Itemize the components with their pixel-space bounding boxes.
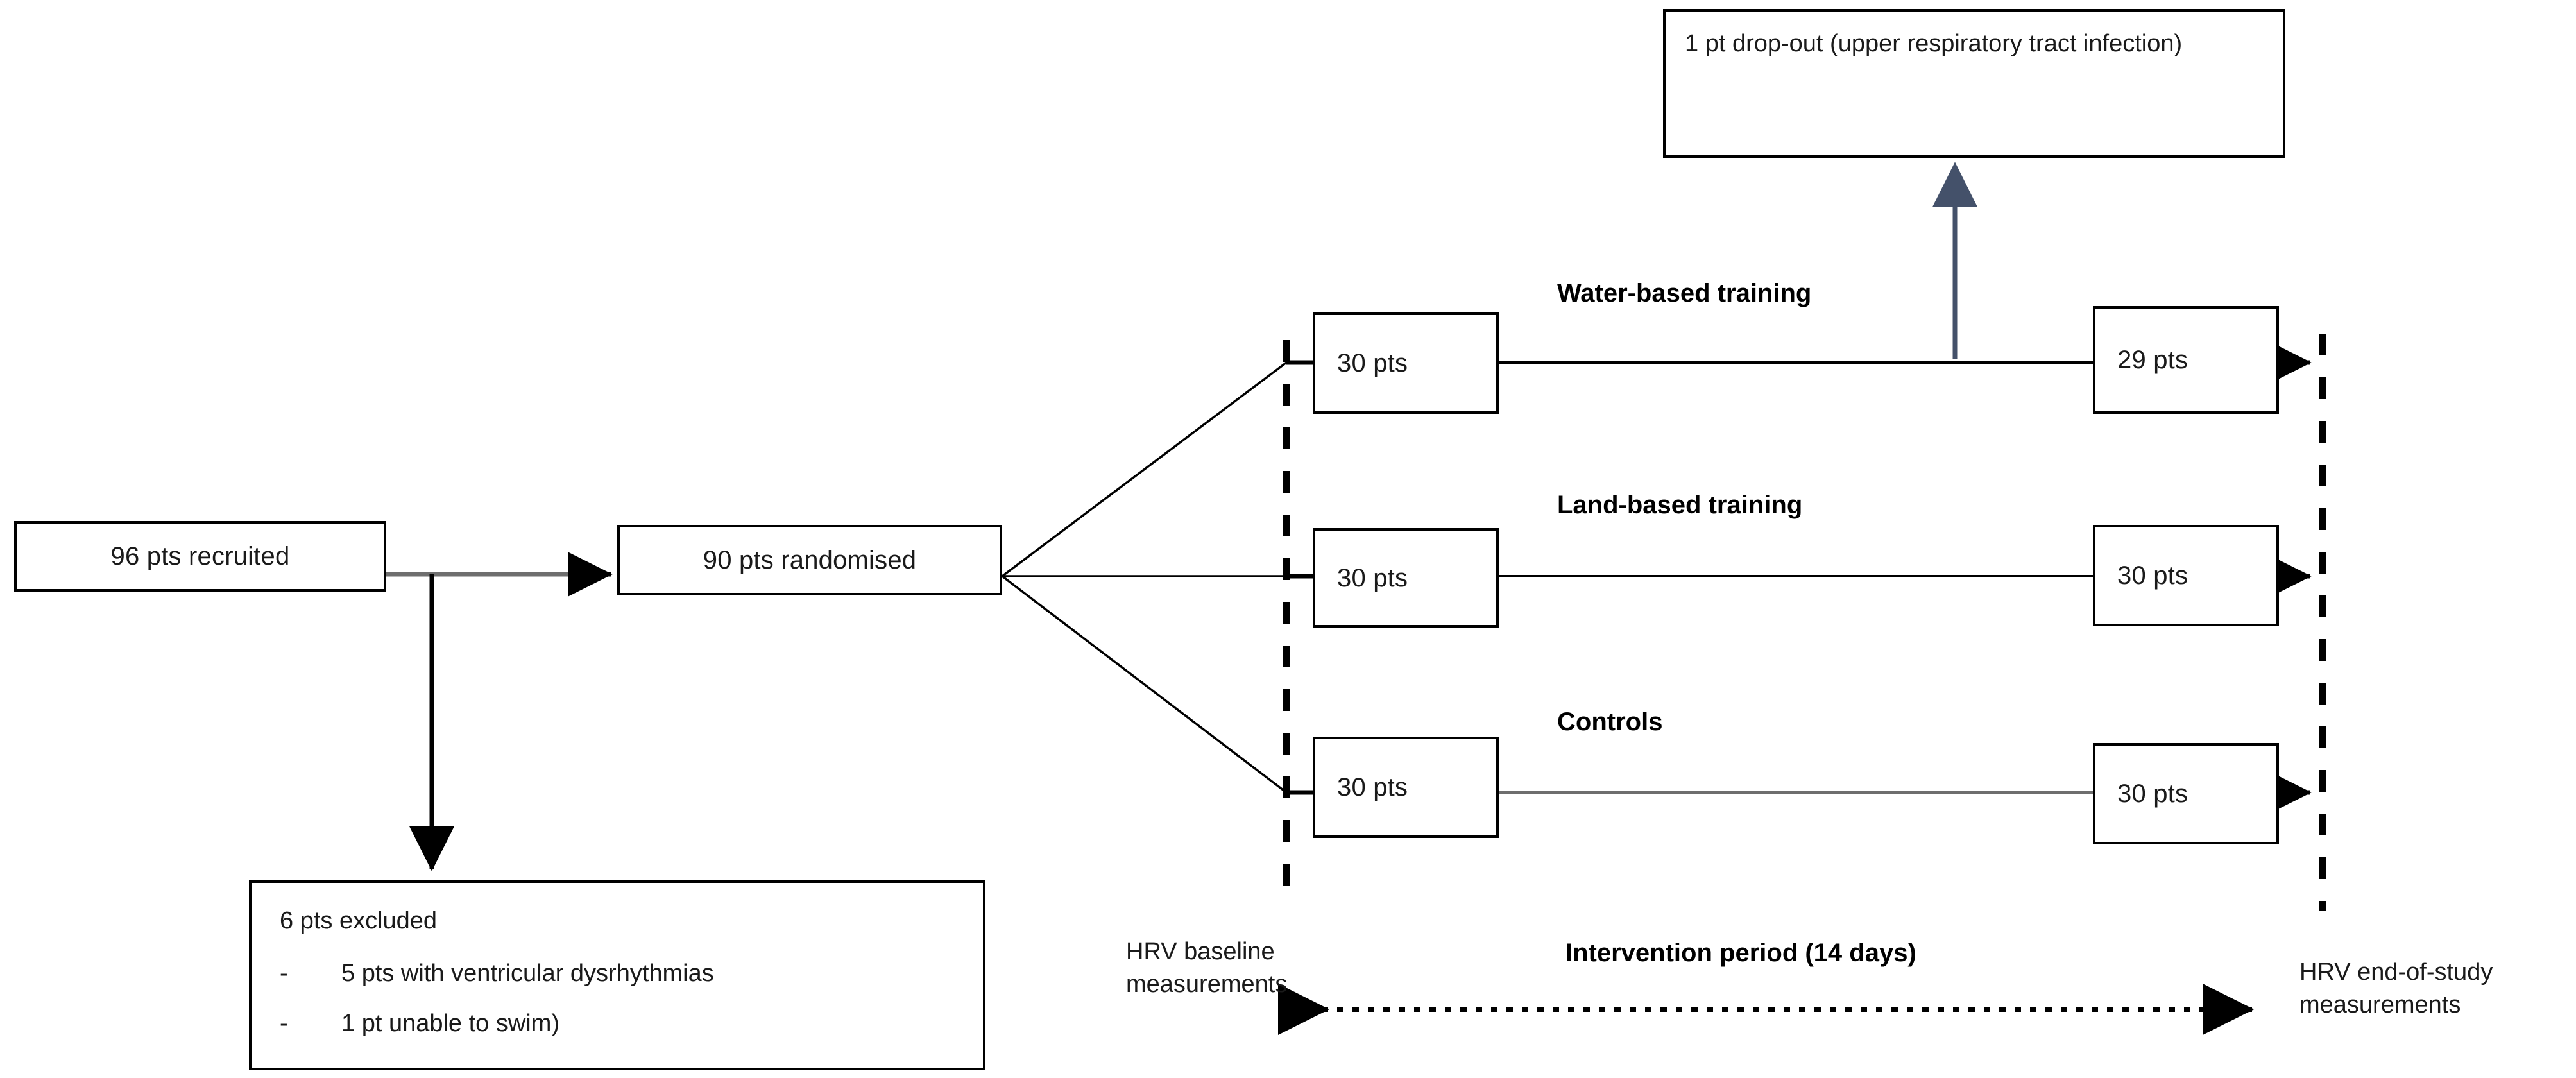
box-arm-water-endpoint-label: 29 pts — [2117, 346, 2188, 374]
hrv-endpoint-label-line2: measurements — [2299, 991, 2461, 1019]
box-excluded[interactable]: 6 pts excluded - 5 pts with ventricular … — [249, 880, 985, 1070]
excluded-item-2-label: 1 pt unable to swim) — [341, 1010, 560, 1037]
box-dropout-label: 1 pt drop-out (upper respiratory tract i… — [1685, 30, 2183, 57]
hrv-endpoint-label: HRV end-of-study measurements — [2299, 956, 2493, 1022]
hrv-baseline-label: HRV baseline measurements — [1126, 936, 1287, 1002]
excluded-item-2: - 1 pt unable to swim) — [280, 1011, 983, 1036]
hrv-endpoint-label-line1: HRV end-of-study — [2299, 959, 2493, 986]
box-randomised-label: 90 pts randomised — [703, 546, 917, 574]
box-arm-controls-baseline[interactable]: 30 pts — [1313, 737, 1499, 838]
box-recruited[interactable]: 96 pts recruited — [14, 521, 386, 592]
arm-label-land: Land-based training — [1557, 491, 1803, 519]
bullet-dash-1: - — [280, 960, 288, 987]
excluded-item-1: - 5 pts with ventricular dysrhythmias — [280, 961, 983, 986]
box-arm-controls-baseline-label: 30 pts — [1337, 773, 1408, 801]
box-arm-controls-endpoint[interactable]: 30 pts — [2093, 743, 2279, 844]
bullet-dash-2: - — [280, 1010, 288, 1037]
box-arm-controls-endpoint-label: 30 pts — [2117, 780, 2188, 808]
arm-label-water: Water-based training — [1557, 279, 1812, 307]
excluded-title: 6 pts excluded — [280, 907, 438, 934]
box-arm-land-endpoint-label: 30 pts — [2117, 561, 2188, 590]
box-dropout[interactable]: 1 pt drop-out (upper respiratory tract i… — [1663, 9, 2285, 158]
box-randomised[interactable]: 90 pts randomised — [617, 525, 1002, 595]
hrv-baseline-label-line1: HRV baseline — [1126, 938, 1275, 965]
connector-randomisation-fan — [1001, 361, 1288, 794]
box-arm-land-baseline[interactable]: 30 pts — [1313, 528, 1499, 628]
box-arm-land-baseline-label: 30 pts — [1337, 563, 1408, 592]
box-arm-water-baseline-label: 30 pts — [1337, 349, 1408, 377]
excluded-item-1-label: 5 pts with ventricular dysrhythmias — [341, 960, 714, 987]
arm-label-controls: Controls — [1557, 708, 1663, 736]
box-recruited-label: 96 pts recruited — [110, 542, 290, 570]
box-arm-water-baseline[interactable]: 30 pts — [1313, 312, 1499, 414]
excluded-body: 6 pts excluded - 5 pts with ventricular … — [252, 883, 983, 1061]
box-arm-water-endpoint[interactable]: 29 pts — [2093, 306, 2279, 414]
hrv-baseline-label-line2: measurements — [1126, 971, 1288, 998]
connector-baseline-stubs — [1286, 360, 1314, 795]
intervention-period-label: Intervention period (14 days) — [1565, 939, 1916, 967]
box-arm-land-endpoint[interactable]: 30 pts — [2093, 525, 2279, 626]
